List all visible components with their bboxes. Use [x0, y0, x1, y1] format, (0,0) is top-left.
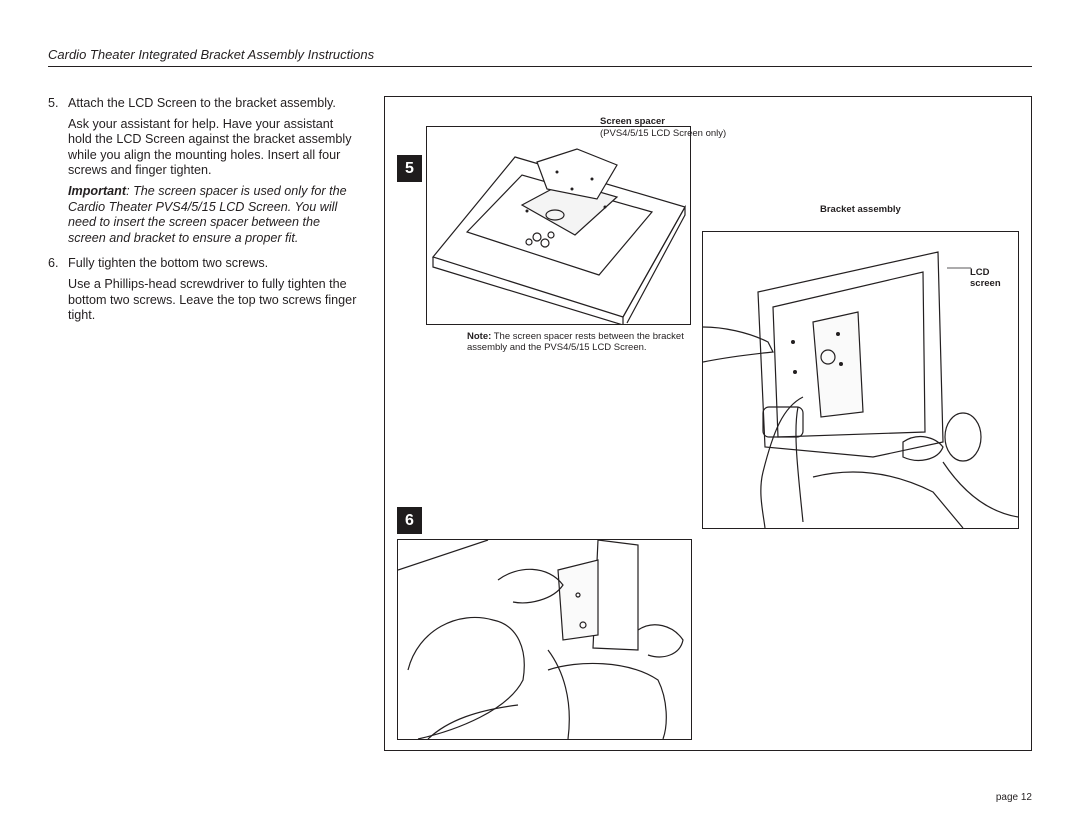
callout-screen-spacer-sub: (PVS4/5/15 LCD Screen only): [600, 128, 727, 139]
step-title: Attach the LCD Screen to the bracket ass…: [68, 96, 336, 110]
step-title: Fully tighten the bottom two screws.: [68, 256, 269, 271]
step-6: 6. Fully tighten the bottom two screws. …: [48, 256, 360, 323]
callout-bracket-assembly: Bracket assembly: [820, 204, 901, 215]
page-number: page 12: [995, 792, 1032, 803]
figure-note: Note: The screen spacer rests between th…: [467, 331, 687, 353]
instruction-steps: 5. Attach the LCD Screen to the bracket …: [48, 96, 360, 329]
tightening-drawing: [398, 540, 684, 739]
figure-frame: [384, 96, 1032, 751]
callout-lcd-screen: LCD screen: [970, 267, 1001, 289]
callout-screen-spacer: Screen spacer: [600, 116, 665, 127]
bracket-assembly-illustration: [702, 231, 1019, 529]
note-label: Note:: [467, 331, 492, 342]
important-note: Important: The screen spacer is used onl…: [68, 184, 360, 246]
lcd-back-drawing: [431, 148, 686, 324]
important-text: : The screen spacer is used only for the…: [68, 183, 347, 245]
tighten-screws-illustration: [397, 539, 692, 740]
figure-badge-6: 6: [397, 507, 422, 534]
screen-spacer-illustration: [426, 126, 691, 325]
step-number: 6.: [48, 256, 59, 271]
step-body: Ask your assistant for help. Have your a…: [68, 116, 352, 178]
step-number: 5.: [48, 96, 59, 110]
bracket-drawing: [703, 251, 1018, 528]
step-5: 5. Attach the LCD Screen to the bracket …: [48, 96, 360, 246]
note-text: The screen spacer rests between the brac…: [467, 331, 684, 353]
figure-badge-5: 5: [397, 155, 422, 182]
important-label: Important: [68, 183, 127, 198]
callout-screen-spacer-label: Screen spacer: [600, 116, 665, 127]
page-header-title: Cardio Theater Integrated Bracket Assemb…: [48, 47, 375, 62]
header-rule: [48, 66, 1032, 67]
step-body: Use a Phillips-head screwdriver to fully…: [68, 276, 357, 323]
